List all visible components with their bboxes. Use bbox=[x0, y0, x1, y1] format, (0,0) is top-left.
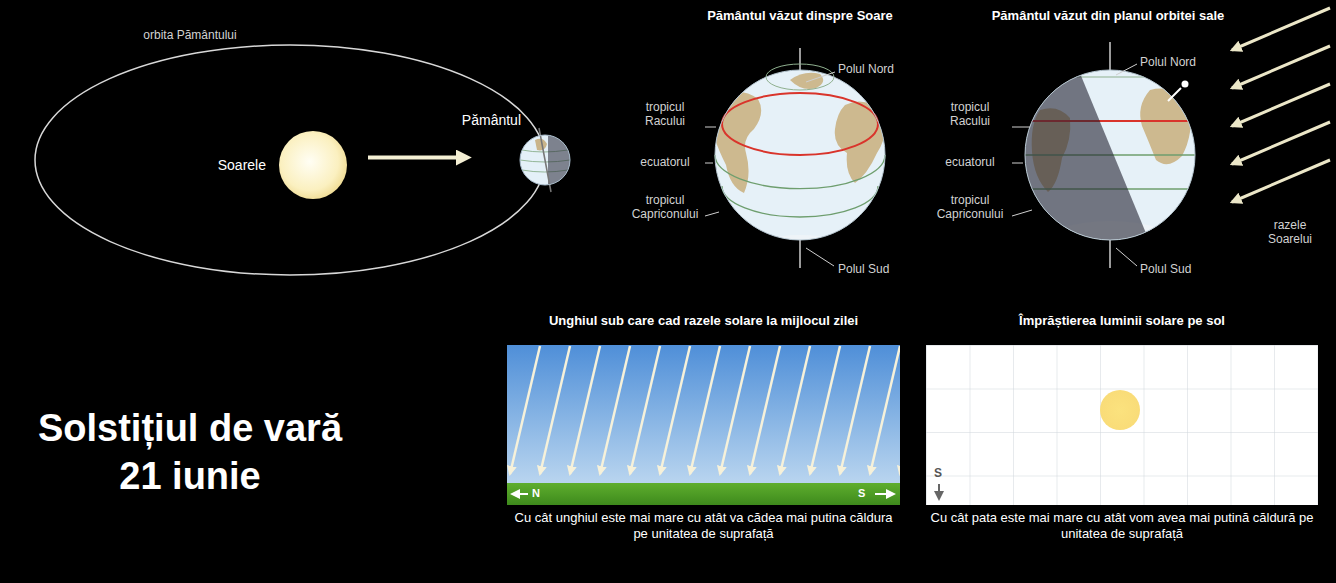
panel-caption: Cu cât unghiul este mai mare cu atât va … bbox=[507, 510, 900, 543]
land-antarctica bbox=[760, 235, 840, 250]
observer-figure bbox=[1168, 88, 1181, 101]
pole-label: Polul Nord bbox=[838, 62, 894, 76]
leader-line bbox=[806, 248, 834, 266]
equator-label: ecuatorul bbox=[930, 155, 1010, 169]
sky-ray bbox=[690, 346, 720, 474]
sun-earth-arrow bbox=[368, 156, 467, 160]
globe-land bbox=[712, 73, 885, 250]
ground-plane bbox=[926, 345, 1318, 505]
sky-ray bbox=[870, 346, 900, 474]
land-africa bbox=[835, 101, 885, 183]
sun-label: Soarele bbox=[218, 157, 266, 173]
night-side bbox=[1010, 20, 1162, 272]
grid bbox=[926, 345, 1318, 505]
globe-title: Pământul văzut din planul orbitei sale bbox=[948, 8, 1268, 24]
sun-circle: Soarele bbox=[278, 130, 348, 200]
globe-side-view bbox=[1010, 20, 1200, 272]
direction-label: S bbox=[934, 466, 942, 480]
sky-ray bbox=[810, 346, 840, 474]
sun-ray bbox=[1232, 8, 1330, 50]
sun-ray bbox=[1232, 84, 1330, 126]
leader-line bbox=[1116, 248, 1137, 266]
sky-ray bbox=[840, 346, 870, 474]
orbit bbox=[35, 45, 545, 275]
panel-title: Unghiul sub care cad razele solare la mi… bbox=[507, 313, 900, 328]
sun-ray bbox=[1232, 46, 1330, 88]
earth-small bbox=[520, 128, 578, 192]
leader-line bbox=[705, 163, 713, 164]
leader-line bbox=[1012, 127, 1030, 128]
south-arrow bbox=[938, 484, 940, 499]
sky-ray bbox=[630, 346, 660, 474]
globe-land bbox=[1010, 20, 1200, 272]
tropic-label: tropicul Capriconului bbox=[930, 193, 1010, 222]
leader-line bbox=[705, 127, 716, 128]
sky-ray bbox=[510, 346, 540, 474]
leader-line bbox=[1012, 210, 1032, 216]
tropic-label: tropicul Capriconului bbox=[625, 193, 705, 222]
earth-night bbox=[548, 130, 578, 190]
sky-ray bbox=[660, 346, 690, 474]
sun-shape bbox=[278, 130, 348, 200]
pole-label: Polul Nord bbox=[1140, 55, 1196, 69]
leader-line bbox=[1116, 64, 1137, 75]
direction-label: S bbox=[858, 487, 865, 500]
spot-illustration bbox=[926, 345, 1318, 505]
leader-line bbox=[1012, 163, 1023, 164]
globe-from-sun bbox=[705, 48, 885, 268]
tropic-label: tropicul Racului bbox=[930, 100, 1010, 129]
sun-ray bbox=[1232, 160, 1330, 202]
observer-head bbox=[1182, 81, 1189, 88]
sky-rays bbox=[510, 346, 900, 474]
sun-outline bbox=[279, 131, 347, 199]
angle-panel: Unghiul sub care cad razele solare la mi… bbox=[507, 313, 900, 553]
sky-ray bbox=[570, 346, 600, 474]
south-arrow bbox=[875, 493, 894, 495]
direction-label: N bbox=[532, 487, 540, 500]
sky-ray bbox=[720, 346, 750, 474]
earth-shape bbox=[519, 134, 571, 186]
leader-line bbox=[806, 72, 835, 82]
spot-panel: Împrăștierea luminii solare pe sol Cu cât… bbox=[926, 313, 1318, 553]
pole-label: Polul Sud bbox=[1140, 262, 1191, 276]
earth-label: Pământul bbox=[462, 112, 521, 128]
angle-illustration bbox=[507, 345, 930, 505]
leader-line bbox=[705, 212, 719, 216]
sun-ray bbox=[1232, 122, 1330, 164]
panel-title: Împrăștierea luminii solare pe sol bbox=[926, 313, 1318, 328]
tropic-label: tropicul Racului bbox=[625, 100, 705, 129]
tropic-cancer-line bbox=[722, 93, 878, 155]
orbit-ellipse bbox=[35, 45, 545, 275]
ground bbox=[507, 483, 900, 505]
pole-label: Polul Sud bbox=[838, 262, 889, 276]
equator-label: ecuatorul bbox=[625, 155, 705, 169]
arctic-circle bbox=[766, 64, 834, 90]
globe-outline bbox=[715, 70, 885, 240]
orbit-label: orbita Pământului bbox=[90, 28, 290, 42]
sky-ray bbox=[600, 346, 630, 474]
sun-rays bbox=[1232, 8, 1330, 202]
sky bbox=[507, 345, 900, 483]
sky-ray bbox=[540, 346, 570, 474]
globe-outline bbox=[1025, 70, 1195, 240]
sky-ray bbox=[750, 346, 780, 474]
equator-line bbox=[715, 155, 885, 189]
light-spot bbox=[1100, 390, 1140, 430]
tropic-capricorn-line bbox=[722, 186, 878, 217]
arctic-circle bbox=[1020, 77, 1200, 78]
globe-title: Pământul văzut dinspre Soare bbox=[650, 8, 950, 24]
north-arrow bbox=[512, 493, 528, 495]
sky-ray bbox=[780, 346, 810, 474]
main-title: Solstițiul de vară 21 iunie bbox=[20, 405, 360, 500]
land-asia bbox=[1140, 89, 1191, 165]
land-europe bbox=[790, 73, 823, 89]
earth-outline bbox=[520, 135, 570, 185]
earth-axis bbox=[539, 128, 551, 192]
rays-label: razele Soarelui bbox=[1250, 218, 1330, 247]
earth-circle: Pământul bbox=[519, 134, 571, 186]
panel-caption: Cu cât pata este mai mare cu atât vom av… bbox=[926, 510, 1318, 543]
